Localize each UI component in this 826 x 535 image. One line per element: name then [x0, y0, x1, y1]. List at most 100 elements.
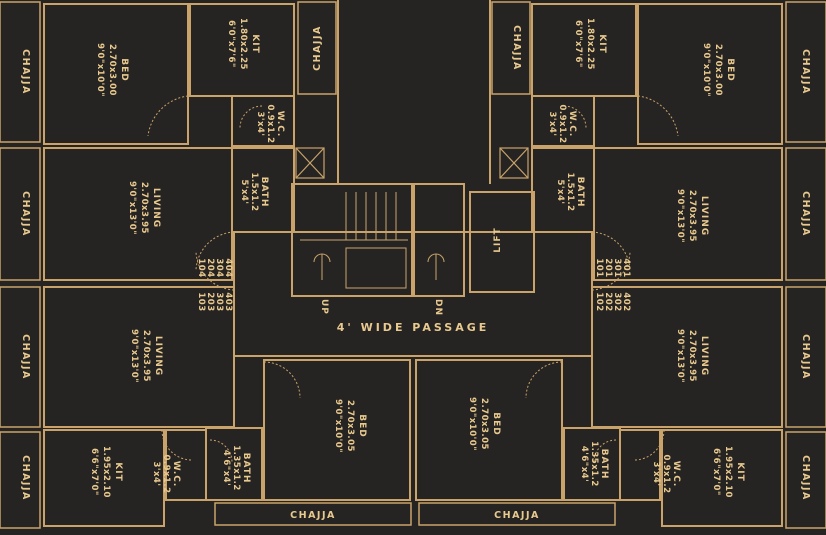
- room-bl-bed: BED 2.70x3.05 9'0"x10'0": [333, 399, 367, 453]
- room-size-imperial: 3'x4': [151, 461, 161, 486]
- flat-numbers-left-bottom: 403 303 203 103: [196, 292, 233, 311]
- room-name: LIVING: [699, 336, 709, 376]
- room-size-metric: 1.80x2.25: [238, 18, 248, 70]
- lift-label: LIFT: [493, 227, 503, 252]
- room-size-metric: 2.70x3.95: [687, 330, 697, 382]
- flat-number: 302: [612, 292, 622, 311]
- stair-up-label: UP: [319, 299, 329, 315]
- chajja-label: CHAJJA: [800, 334, 811, 380]
- room-name: BATH: [599, 449, 609, 480]
- room-size-imperial: 5'x4': [239, 179, 249, 204]
- room-size-metric: 2.70x3.00: [713, 44, 723, 96]
- door-swings: [147, 95, 679, 463]
- flat-number: 304: [214, 258, 224, 277]
- room-size-imperial: 4'6"x4': [579, 446, 589, 482]
- room-tr-living: LIVING 2.70x3.95 9'0"x13'0": [675, 189, 709, 243]
- flat-number: 402: [621, 292, 631, 311]
- flat-numbers-right-top: 401 301 201 101: [594, 258, 631, 277]
- chajja-label: CHAJJA: [290, 510, 336, 521]
- flat-number: 202: [603, 292, 613, 311]
- flat-number: 101: [594, 258, 604, 277]
- room-size-imperial: 9'0"x13'0": [675, 189, 685, 243]
- room-br-wc: W.C. 0.9x1.2 3'x4': [651, 454, 681, 493]
- room-size-imperial: 9'0"x10'0": [333, 399, 343, 453]
- room-br-bath: BATH 1.35x1.2 4'6"x4': [579, 441, 609, 487]
- room-name: KIT: [113, 462, 123, 481]
- room-size-imperial: 5'x4': [555, 179, 565, 204]
- room-name: BATH: [575, 177, 585, 208]
- room-name: BED: [119, 58, 129, 81]
- room-tl-bed: BED 2.70x3.00 9'0"x10'0": [95, 43, 129, 97]
- room-tl-living: LIVING 2.70x3.95 9'0"x13'0": [127, 181, 161, 235]
- room-name: W.C.: [171, 461, 181, 488]
- room-size-metric: 0.9x1.2: [661, 454, 671, 493]
- room-name: W.C.: [275, 111, 285, 138]
- room-bl-wc: W.C. 0.9x1.2 3'x4': [151, 454, 181, 493]
- chajja-label: CHAJJA: [20, 191, 31, 237]
- flat-number: 403: [223, 292, 233, 311]
- flat-number: 401: [621, 258, 631, 277]
- room-size-imperial: 6'0"x7'6": [573, 20, 583, 68]
- room-name: KIT: [250, 34, 260, 53]
- flat-number: 201: [603, 258, 613, 277]
- chajja-label: CHAJJA: [20, 455, 31, 501]
- room-size-imperial: 9'0"x13'0": [675, 329, 685, 383]
- room-tr-wc: W.C. 0.9x1.2 3'x4': [547, 104, 577, 143]
- room-name: KIT: [597, 34, 607, 53]
- room-name: W.C.: [671, 461, 681, 488]
- walls: [43, 0, 783, 527]
- chajja-label: CHAJJA: [800, 49, 811, 95]
- room-size-imperial: 3'x4': [255, 111, 265, 136]
- room-tl-kit: KIT 1.80x2.25 6'0"x7'6": [226, 18, 260, 70]
- room-name: KIT: [735, 462, 745, 481]
- flat-number: 102: [594, 292, 604, 311]
- room-tr-kit: KIT 1.80x2.25 6'0"x7'6": [573, 18, 607, 70]
- flat-number: 303: [214, 292, 224, 311]
- flat-number: 104: [196, 258, 206, 277]
- chajja-label: CHAJJA: [511, 25, 522, 71]
- room-name: BATH: [241, 453, 251, 484]
- flat-numbers-right-bottom: 402 302 202 102: [594, 292, 631, 311]
- chajja-label: CHAJJA: [20, 49, 31, 95]
- flat-number: 203: [205, 292, 215, 311]
- room-bl-kit: KIT 1.95x2.10 6'6"x7'0": [89, 446, 123, 498]
- room-size-metric: 1.95x2.10: [723, 446, 733, 498]
- room-bl-living: LIVING 2.70x3.95 9'0"x13'0": [129, 329, 163, 383]
- room-size-metric: 1.5x1.2: [249, 172, 259, 211]
- room-name: BATH: [259, 177, 269, 208]
- room-size-metric: 2.70x3.95: [687, 190, 697, 242]
- room-size-metric: 2.70x3.95: [141, 330, 151, 382]
- room-size-metric: 2.70x3.95: [139, 182, 149, 234]
- flat-number: 204: [205, 258, 215, 277]
- chajja-label: CHAJJA: [800, 455, 811, 501]
- room-tl-bath: BATH 1.5x1.2 5'x4': [239, 172, 269, 211]
- room-size-imperial: 4'6"x4': [221, 450, 231, 486]
- chajja-label: CHAJJA: [800, 191, 811, 237]
- stair-dn-label: DN: [433, 299, 443, 316]
- room-size-metric: 1.35x1.2: [231, 445, 241, 491]
- room-size-imperial: 6'6"x7'0": [89, 448, 99, 496]
- room-size-imperial: 6'0"x7'6": [226, 20, 236, 68]
- room-size-imperial: 3'x4': [547, 111, 557, 136]
- chajja-label: CHAJJA: [20, 334, 31, 380]
- room-size-metric: 2.70x3.05: [345, 400, 355, 452]
- room-size-metric: 2.70x3.00: [107, 44, 117, 96]
- room-tr-bed: BED 2.70x3.00 9'0"x10'0": [701, 43, 735, 97]
- room-name: LIVING: [151, 188, 161, 228]
- room-size-metric: 0.9x1.2: [557, 104, 567, 143]
- room-name: LIVING: [153, 336, 163, 376]
- flat-number: 301: [612, 258, 622, 277]
- room-name: W.C.: [567, 111, 577, 138]
- chajja-label: CHAJJA: [312, 25, 323, 71]
- room-size-imperial: 9'0"x10'0": [467, 397, 477, 451]
- staircase: [300, 192, 445, 289]
- room-size-metric: 0.9x1.2: [161, 454, 171, 493]
- room-size-metric: 1.5x1.2: [565, 172, 575, 211]
- room-name: BED: [357, 414, 367, 437]
- room-bl-bath: BATH 1.35x1.2 4'6"x4': [221, 445, 251, 491]
- flat-number: 103: [196, 292, 206, 311]
- chajja-labels: CHAJJA CHAJJA CHAJJA CHAJJA CHAJJA CHAJJ…: [20, 25, 811, 521]
- room-size-metric: 1.80x2.25: [585, 18, 595, 70]
